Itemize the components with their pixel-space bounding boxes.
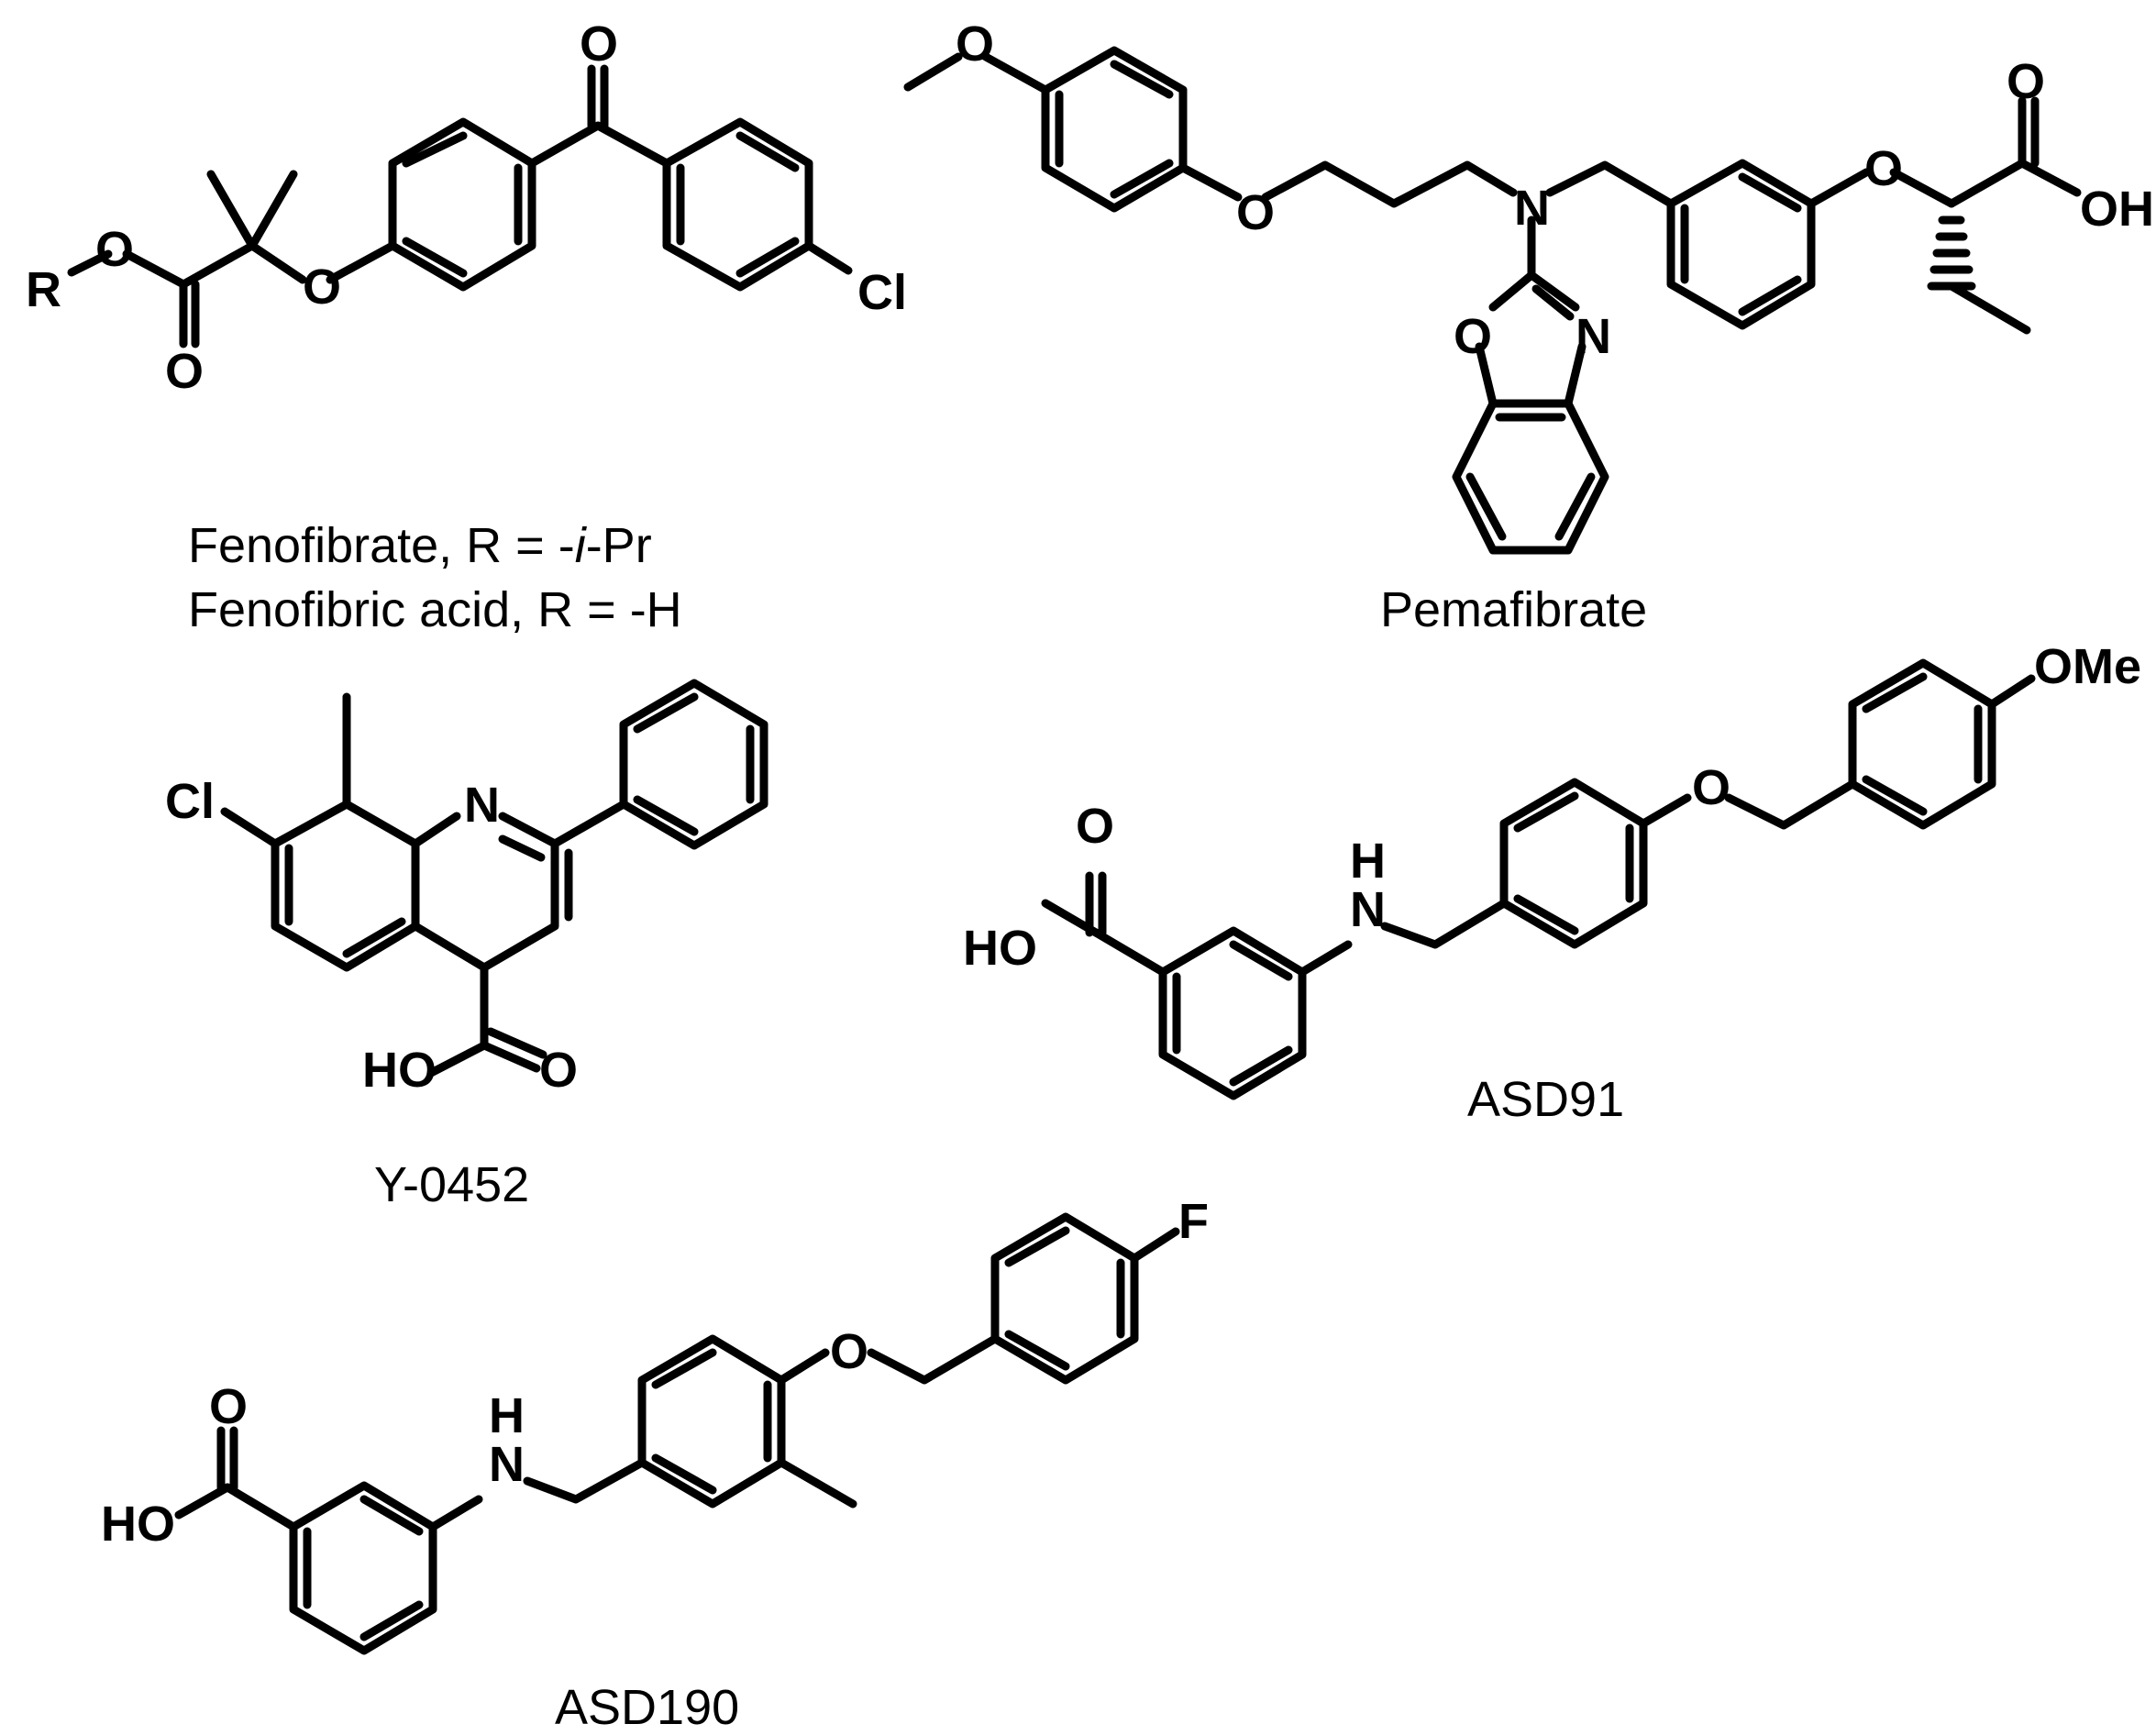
atom-oxygen: O bbox=[209, 1379, 248, 1434]
atom-oxygen: O bbox=[165, 344, 204, 399]
structure-y0452: Cl N HO O Y-0452 bbox=[165, 679, 768, 1212]
atom-oxygen: O bbox=[580, 17, 618, 72]
compound-caption-fenofibrate: Fenofibrate, R = -i-Pr bbox=[188, 518, 652, 573]
compound-caption-asd190: ASD190 bbox=[555, 1680, 739, 1735]
compound-caption-y0452: Y-0452 bbox=[374, 1157, 529, 1212]
atom-fluorine: F bbox=[1178, 1194, 1209, 1249]
atom-oxygen: O bbox=[2007, 54, 2045, 109]
atom-r: R bbox=[26, 262, 61, 317]
atom-oxygen: O bbox=[1076, 799, 1114, 854]
structure-pemafibrate: O O N O N O O OH Pemafibrate bbox=[903, 17, 2154, 637]
atom-nitrogen: N bbox=[1576, 309, 1611, 364]
atom-oxygen: O bbox=[1692, 760, 1730, 815]
atom-nitrogen: N bbox=[1514, 181, 1550, 236]
atom-hydroxyl: HO bbox=[362, 1043, 437, 1098]
atom-nitrogen: N bbox=[489, 1437, 525, 1492]
atom-hydrogen: H bbox=[489, 1388, 525, 1443]
atom-chlorine: Cl bbox=[165, 774, 215, 829]
atom-hydrogen: H bbox=[1350, 834, 1386, 889]
atom-oxygen: O bbox=[1236, 185, 1275, 240]
atom-oxygen: O bbox=[303, 260, 341, 315]
atom-methoxy: OMe bbox=[2034, 639, 2141, 694]
compound-caption-fenofibric-acid: Fenofibric acid, R = -H bbox=[188, 582, 682, 637]
atom-hydroxyl: HO bbox=[963, 921, 1037, 976]
atom-oxygen: O bbox=[1454, 309, 1492, 364]
atom-hydroxyl: OH bbox=[2080, 182, 2154, 237]
atom-hydroxyl: HO bbox=[101, 1497, 175, 1552]
compound-caption-pemafibrate: Pemafibrate bbox=[1380, 582, 1647, 637]
structure-asd190: O HO H N O F ASD190 bbox=[101, 1194, 1209, 1735]
atom-oxygen: O bbox=[830, 1324, 868, 1379]
caption-text: Fenofibrate, R = - bbox=[188, 518, 575, 573]
compound-caption-asd91: ASD91 bbox=[1467, 1072, 1624, 1127]
caption-italic: i bbox=[575, 518, 588, 573]
structure-fenofibrate: R O O O O Cl Fenofibrate, R = -i-Pr Feno… bbox=[26, 17, 907, 637]
atom-oxygen: O bbox=[539, 1043, 578, 1098]
atom-oxygen: O bbox=[95, 222, 134, 277]
atom-nitrogen: N bbox=[464, 778, 500, 833]
caption-tail: -Pr bbox=[586, 518, 652, 573]
atom-oxygen: O bbox=[956, 17, 994, 72]
atom-chlorine: Cl bbox=[857, 265, 907, 320]
structure-asd91: O HO H N O OMe ASD91 bbox=[963, 639, 2141, 1127]
atom-nitrogen: N bbox=[1350, 882, 1386, 937]
atom-oxygen: O bbox=[1864, 141, 1903, 196]
